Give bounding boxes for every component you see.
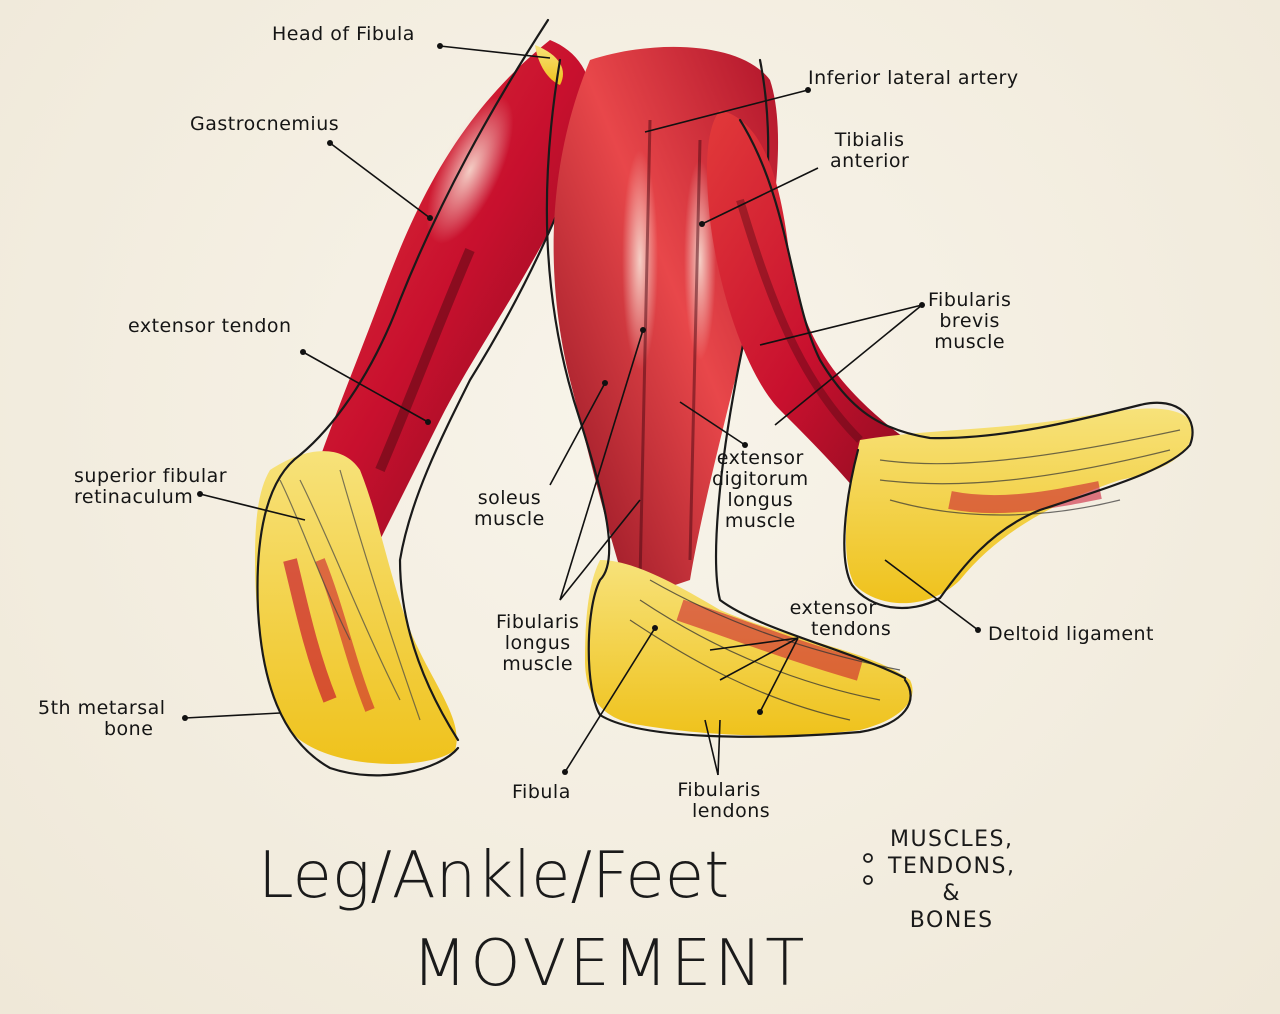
label-extensor-tendon: extensor tendon (128, 316, 292, 337)
label-line: muscle (474, 509, 545, 530)
label-line: muscle (928, 332, 1011, 353)
label-line: superior fibular (74, 466, 227, 487)
label-line: brevis (928, 311, 1011, 332)
label-head-of-fibula: Head of Fibula (272, 24, 415, 45)
label-inferior-lateral-artery: Inferior lateral artery (808, 68, 1019, 89)
label-fibularis-brevis: Fibularis brevis muscle (928, 290, 1011, 353)
label-line: lendons (668, 801, 770, 822)
label-fibula: Fibula (512, 782, 571, 803)
title-line-2: MOVEMENT (412, 926, 807, 1002)
label-line: 5th metarsal (38, 698, 166, 719)
label-line: tendons (775, 619, 891, 640)
label-extensor-tendons: extensor tendons (775, 598, 891, 640)
subtitle-line: & (888, 880, 1015, 907)
label-fifth-metarsal: 5th metarsal bone (38, 698, 166, 740)
label-line: muscle (496, 654, 579, 675)
label-line: muscle (712, 511, 809, 532)
label-tibialis-anterior: Tibialis anterior (830, 130, 909, 172)
label-line: soleus (474, 488, 545, 509)
label-line: Fibularis (928, 290, 1011, 311)
label-line: digitorum (712, 469, 809, 490)
label-superior-fibular-retinaculum: superior fibular retinaculum (74, 466, 227, 508)
subtitle-line: BONES (888, 907, 1015, 934)
label-line: longus (712, 490, 809, 511)
label-line: extensor (712, 448, 809, 469)
label-fibularis-tendons: Fibularis lendons (668, 780, 770, 822)
title-line-1: Leg/Ankle/Feet (258, 838, 729, 914)
label-line: Fibularis (496, 612, 579, 633)
label-fibularis-longus: Fibularis longus muscle (496, 612, 579, 675)
label-extensor-digitorum: extensor digitorum longus muscle (712, 448, 809, 532)
right-leg (707, 110, 1193, 608)
subtitle-line: MUSCLES, (888, 826, 1015, 853)
label-line: longus (496, 633, 579, 654)
label-soleus: soleus muscle (474, 488, 545, 530)
label-line: Fibularis (668, 780, 770, 801)
title-colon (864, 854, 872, 884)
label-line: extensor (775, 598, 891, 619)
subtitle: MUSCLES, TENDONS, & BONES (888, 826, 1015, 934)
label-gastrocnemius: Gastrocnemius (190, 114, 339, 135)
label-line: retinaculum (74, 487, 227, 508)
label-line: Tibialis (830, 130, 909, 151)
subtitle-line: TENDONS, (888, 853, 1015, 880)
label-deltoid-ligament: Deltoid ligament (988, 624, 1154, 645)
label-line: bone (38, 719, 166, 740)
label-line: anterior (830, 151, 909, 172)
